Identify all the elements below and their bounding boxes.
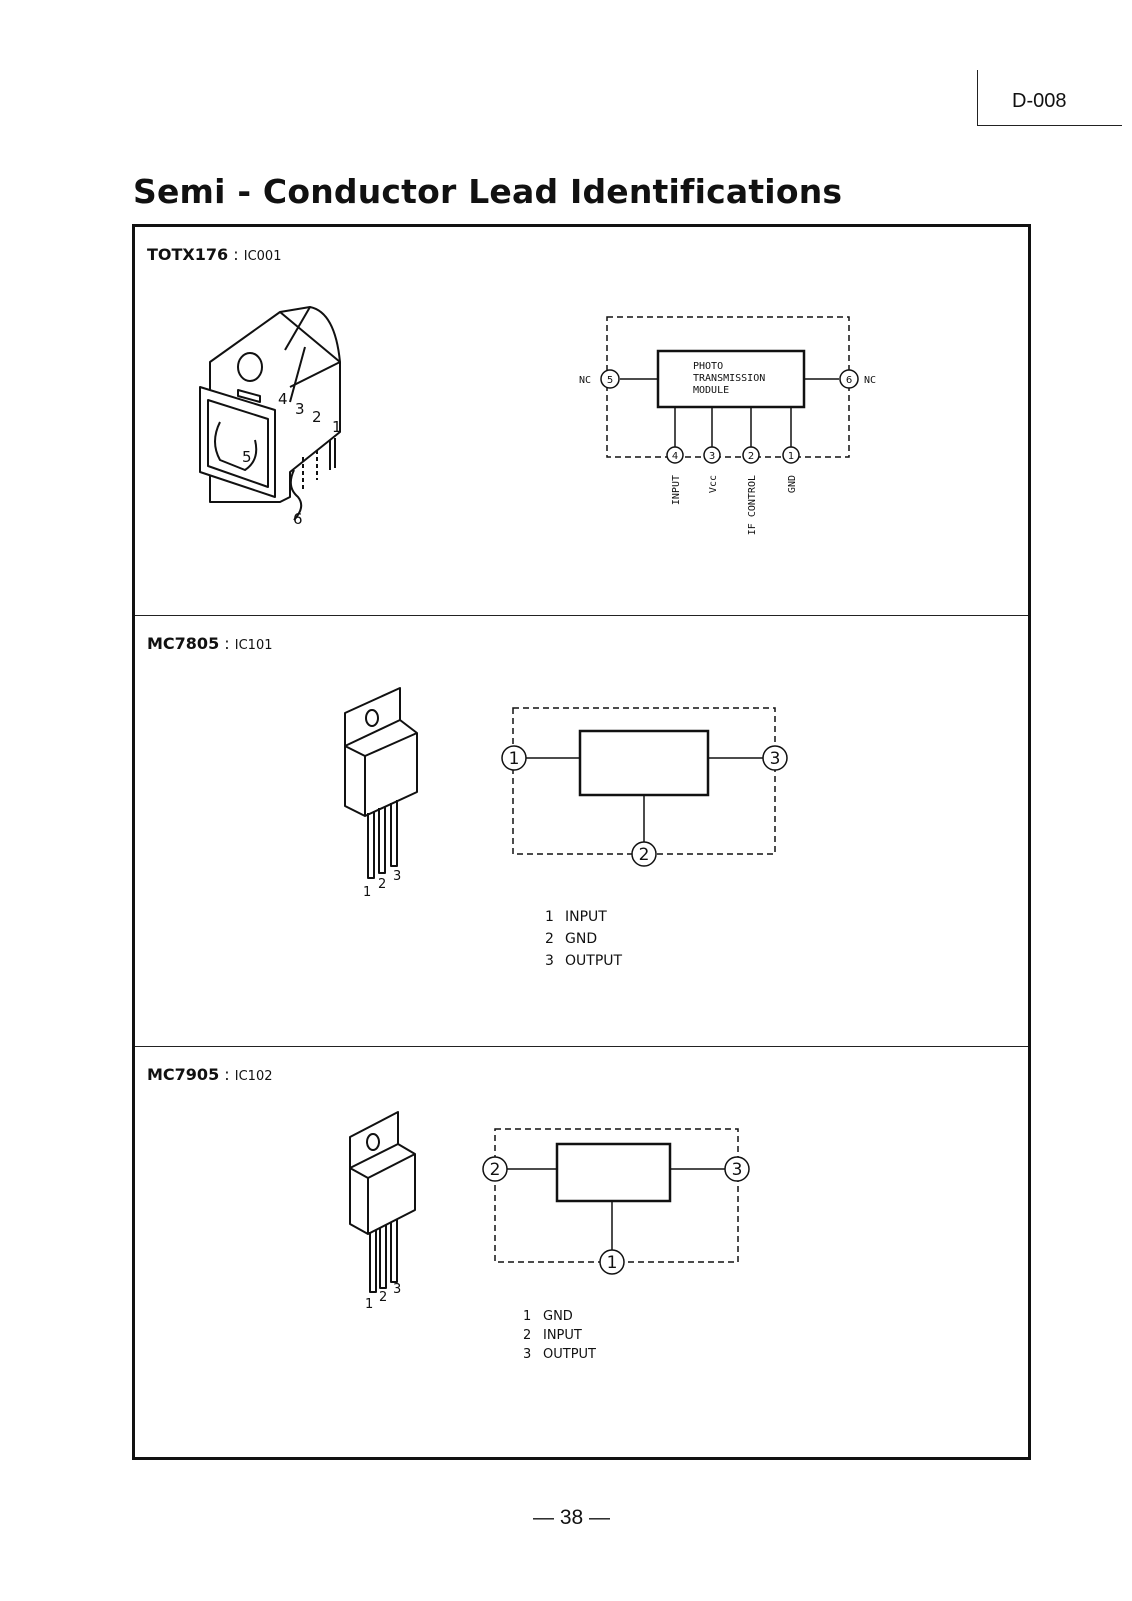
pin-5-number: 5 [607,375,613,386]
pin-1-number: 1 [788,451,794,462]
module-label-line-1: PHOTO [693,361,723,372]
connector-pin-2-label: 2 [312,408,322,426]
module-label-line-2: TRANSMISSION [693,373,765,384]
to220-package-drawing: 1 2 3 [344,687,418,900]
pin-3-number: 3 [709,451,715,462]
module-label-line-3: MODULE [693,385,729,396]
pin-5-name: NC [579,375,591,386]
page-number: — 38 — [533,1506,611,1529]
regulator-schematic: 1 3 2 [501,707,788,867]
connector-pin-4-label: 4 [278,390,288,408]
part-number: TOTX176 [147,245,229,264]
to220-package-drawing: 1 2 3 [349,1111,416,1312]
connector-pin-6-label: 6 [293,510,303,528]
regulator-schematic: 2 3 1 [482,1128,750,1275]
module-schematic: PHOTO TRANSMISSION MODULE 5 6 4 3 2 1 NC… [579,316,876,535]
connector-pin-1-label: 1 [332,418,342,436]
pin-6-number: 6 [846,375,852,386]
pin-1-name: GND [787,475,798,493]
package-pin-3-label: 3 [393,869,401,884]
section-mc7805: MC7805 : IC101 1 2 3 [135,616,1028,1047]
page-title: Semi - Conductor Lead Identifications [133,172,843,211]
connector-pin-3-label: 3 [295,400,305,418]
part-reference: IC001 [243,249,282,264]
label-separator: : [228,245,244,264]
part-reference: IC101 [234,638,273,653]
pin-2-name: IF CONTROL [747,475,758,535]
schematic-pin-left: 2 [490,1160,501,1180]
part-label: MC7905 : IC102 [147,1065,273,1084]
package-pin-1-label: 1 [363,885,371,900]
part-number: MC7805 [147,634,220,653]
package-pin-1-label: 1 [365,1297,373,1312]
schematic-pin-bottom: 1 [607,1253,618,1273]
part-label: TOTX176 : IC001 [147,245,281,264]
pin-4-number: 4 [672,451,678,462]
schematic-pin-bottom: 2 [639,845,650,865]
pin-4-name: INPUT [671,475,682,505]
document-code-box: D-008 [977,70,1122,126]
schematic-pin-left: 1 [509,749,520,769]
pin-2-number: 2 [748,451,754,462]
schematic-pin-right: 3 [770,749,781,769]
package-pin-3-label: 3 [393,1282,401,1297]
connector-drawing: 1 2 3 4 5 6 [199,306,342,528]
content-frame: TOTX176 : IC001 [132,224,1031,1460]
part-reference: IC102 [234,1069,273,1084]
label-separator: : [219,1065,235,1084]
pin-3-name: Vcc [708,475,719,493]
label-separator: : [219,634,235,653]
package-pin-2-label: 2 [378,877,386,892]
pin-6-name: NC [864,375,876,386]
section-totx176: TOTX176 : IC001 [135,227,1028,616]
package-pin-2-label: 2 [379,1290,387,1305]
document-code: D-008 [1012,90,1067,112]
part-number: MC7905 [147,1065,220,1084]
part-label: MC7805 : IC101 [147,634,273,653]
section-mc7905: MC7905 : IC102 1 2 3 [135,1047,1028,1457]
schematic-pin-right: 3 [732,1160,743,1180]
connector-pin-5-label: 5 [242,448,252,466]
